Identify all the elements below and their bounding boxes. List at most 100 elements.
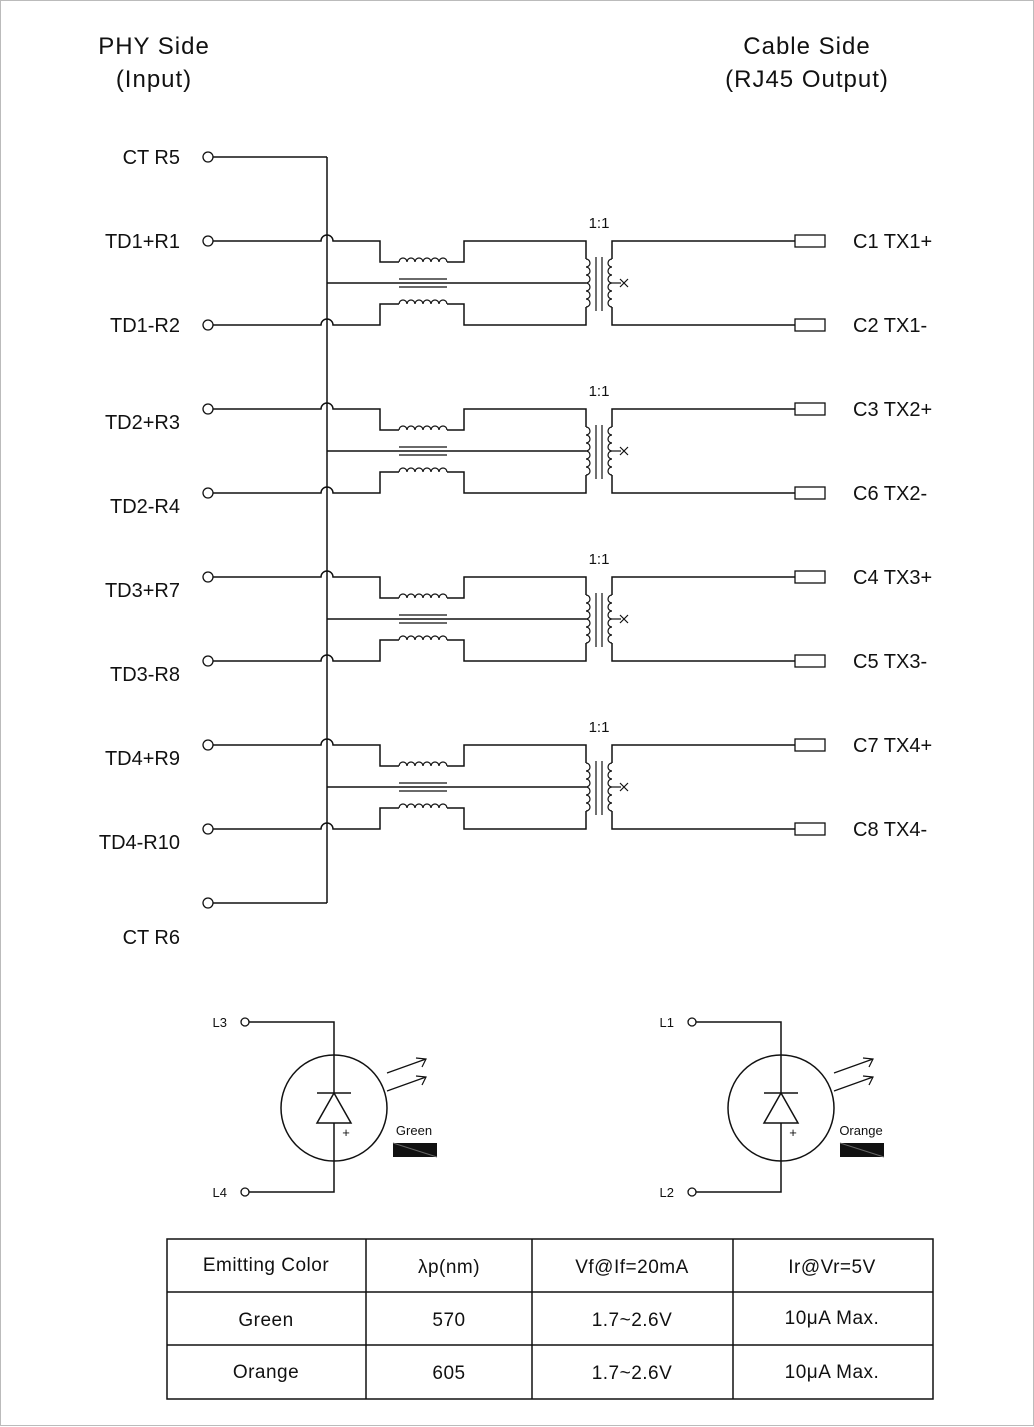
transformer-secondary-coil	[607, 594, 613, 644]
wire	[447, 240, 587, 263]
light-arrow-icon	[833, 1058, 874, 1074]
pin-label-c6-tx2-minus: C6 TX2-	[853, 483, 927, 505]
choke-coil-lower	[398, 635, 448, 641]
wire	[447, 744, 587, 767]
wire	[447, 639, 587, 662]
led-package-circle	[280, 1054, 388, 1162]
wire	[611, 576, 795, 595]
rj45-terminal-plus	[794, 402, 826, 416]
rj45-terminal-minus	[794, 822, 826, 836]
choke-coil-lower	[398, 467, 448, 473]
cable-side-title: Cable Side	[743, 33, 870, 60]
wire	[213, 471, 399, 494]
no-connect-x-icon	[619, 278, 629, 288]
light-arrow-head	[415, 1075, 427, 1086]
pin-label-c5-tx3-minus: C5 TX3-	[853, 651, 927, 673]
pin-label-td2-plus: TD2+R3	[105, 412, 180, 434]
led-pin-terminal	[687, 1017, 697, 1027]
wire	[213, 639, 399, 662]
pin-label-td2-minus: TD2-R4	[110, 496, 180, 518]
pin-label-ct-r5: CT R5	[123, 147, 180, 169]
transformer-primary-coil	[585, 594, 591, 644]
rj45-terminal-plus	[794, 234, 826, 248]
pin-label-ct-r6: CT R6	[123, 927, 180, 949]
wire	[447, 576, 587, 599]
transformer-primary-coil	[585, 426, 591, 476]
pin-label-td3-minus: TD3-R8	[110, 664, 180, 686]
pin-label-td4-plus: TD4+R9	[105, 748, 180, 770]
light-arrow-icon	[386, 1076, 427, 1092]
pin-label-td1-plus: TD1+R1	[105, 231, 180, 253]
transformer-secondary-coil	[607, 426, 613, 476]
transformer-primary-coil	[585, 762, 591, 812]
pin-terminal-plus	[202, 571, 214, 583]
rj45-terminal-minus	[794, 654, 826, 668]
wire	[611, 811, 795, 830]
wire	[611, 643, 795, 662]
no-connect-x-icon	[619, 614, 629, 624]
channel-1: TD1+R1 TD1-R2 C1 TX1+ C2 TX1- 1:1	[105, 215, 932, 337]
pin-label-c4-tx3-plus: C4 TX3+	[853, 567, 932, 589]
pin-label-l1: L1	[660, 1015, 674, 1030]
pin-label-td4-minus: TD4-R10	[99, 832, 180, 854]
wire	[611, 744, 795, 763]
table-cell: 10μA Max.	[785, 1362, 880, 1383]
transformer-symbol-3	[202, 570, 826, 668]
pin-terminal-plus	[202, 235, 214, 247]
turns-ratio-1: 1:1	[589, 215, 610, 232]
led-anode-plus: +	[789, 1125, 797, 1140]
table-cell: 605	[432, 1363, 465, 1384]
light-arrow-icon	[386, 1058, 427, 1074]
transformer-secondary-coil	[607, 258, 613, 308]
diode-triangle	[315, 1091, 353, 1124]
pin-label-c7-tx4-plus: C7 TX4+	[853, 735, 932, 757]
wire	[447, 408, 587, 431]
no-connect-x-icon	[619, 782, 629, 792]
table-header-reverse-current: Ir@Vr=5V	[788, 1257, 876, 1278]
choke-coil-upper	[398, 425, 448, 431]
choke-coil-lower	[398, 803, 448, 809]
led-pin-terminal	[687, 1187, 697, 1197]
choke-coil-lower	[398, 299, 448, 305]
table-cell: 10μA Max.	[785, 1308, 880, 1329]
table-border	[166, 1238, 934, 1400]
led-indicators: L3 L4 Green + L1 L2 Orange +	[213, 1015, 885, 1200]
pin-label-l4: L4	[213, 1185, 227, 1200]
choke-coil-upper	[398, 257, 448, 263]
wire	[213, 303, 399, 326]
choke-coil-upper	[398, 761, 448, 767]
wire	[213, 570, 399, 599]
wire	[611, 408, 795, 427]
rj45-terminal-plus	[794, 738, 826, 752]
wire	[696, 1021, 782, 1093]
pin-label-l3: L3	[213, 1015, 227, 1030]
led-green: L3 L4 Green +	[213, 1015, 438, 1200]
turns-ratio-4: 1:1	[589, 719, 610, 736]
wire	[213, 234, 399, 263]
pin-terminal-ct-r6	[202, 897, 214, 909]
table-cell: 1.7~2.6V	[592, 1363, 673, 1384]
wire	[213, 738, 399, 767]
rj45-terminal-minus	[794, 318, 826, 332]
wire	[611, 307, 795, 326]
transformer-symbol-2	[202, 402, 826, 500]
pin-terminal-minus	[202, 319, 214, 331]
transformer-secondary-coil	[607, 762, 613, 812]
table-cell: 570	[432, 1310, 465, 1331]
pin-label-c2-tx1-minus: C2 TX1-	[853, 315, 927, 337]
transformer-channels: TD1+R1 TD1-R2 C1 TX1+ C2 TX1- 1:1 TD2+R3…	[99, 215, 932, 854]
wire	[447, 807, 587, 830]
pin-label-td3-plus: TD3+R7	[105, 580, 180, 602]
wire	[249, 1021, 335, 1093]
pin-terminal-plus	[202, 739, 214, 751]
rj45-terminal-plus	[794, 570, 826, 584]
wire	[447, 471, 587, 494]
led-diode-icon	[240, 1017, 438, 1197]
channel-2: TD2+R3 TD2-R4 C3 TX2+ C6 TX2- 1:1	[105, 383, 932, 518]
pin-label-l2: L2	[660, 1185, 674, 1200]
phy-side-subtitle: (Input)	[116, 66, 192, 93]
pin-terminal-plus	[202, 403, 214, 415]
no-connect-x-icon	[619, 446, 629, 456]
